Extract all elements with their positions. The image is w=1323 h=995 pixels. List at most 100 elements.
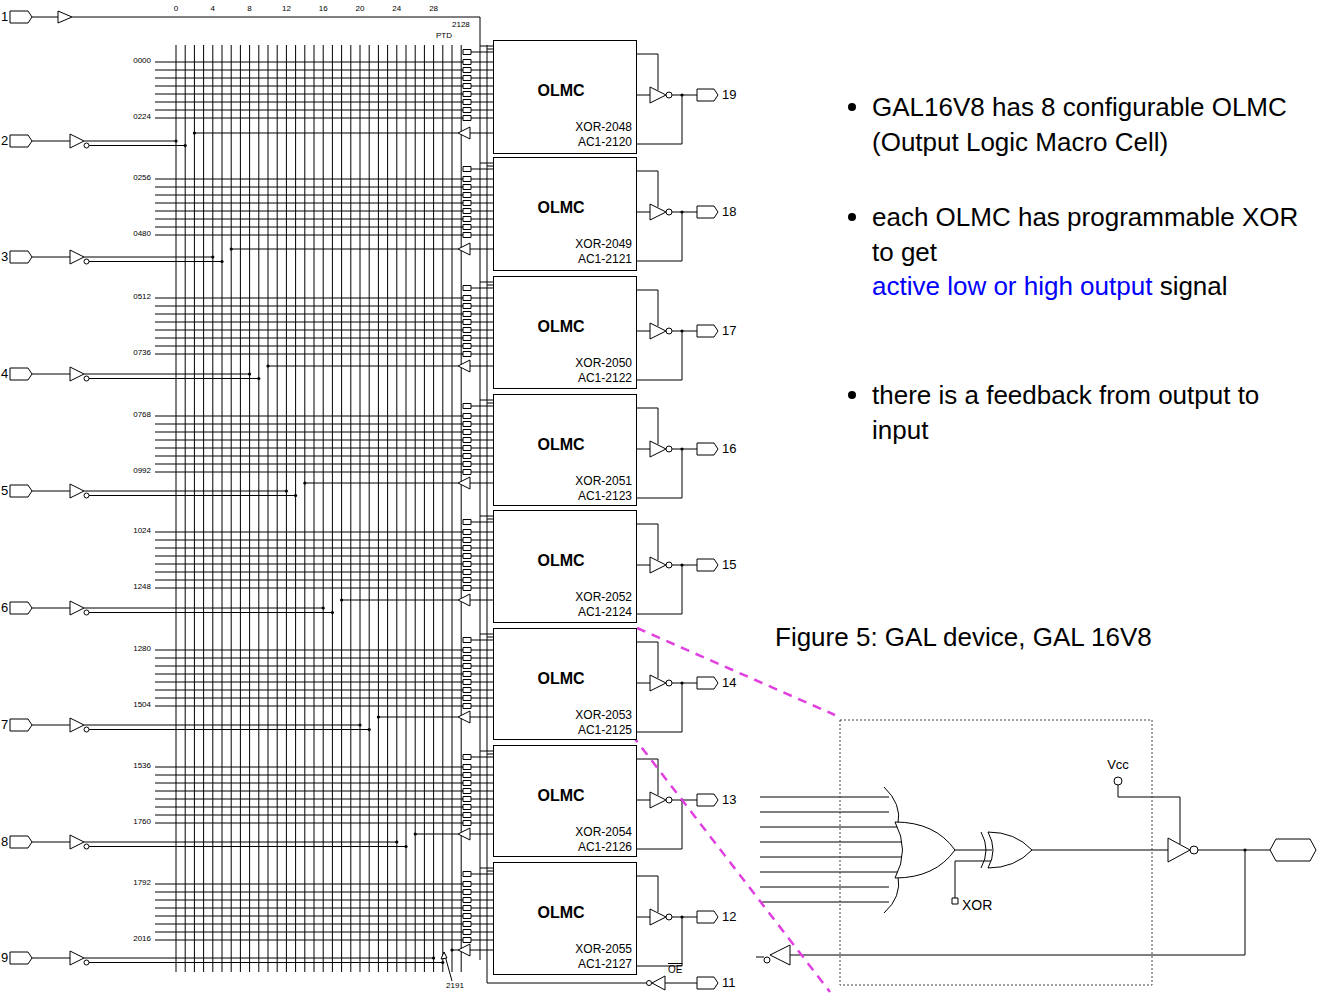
column-number: 4 bbox=[211, 5, 215, 13]
inversion-bubble bbox=[666, 562, 672, 568]
olmc-box: OLMC XOR-2049AC1-2121 bbox=[493, 157, 637, 271]
inversion-bubble bbox=[84, 844, 89, 849]
inversion-bubble bbox=[647, 981, 652, 986]
junction-dot bbox=[331, 611, 334, 614]
inversion-bubble bbox=[84, 960, 89, 965]
fuse-address: XOR-2051 bbox=[575, 475, 632, 487]
cell-title: OLMC bbox=[537, 83, 584, 99]
pin-number: 3 bbox=[1, 250, 8, 263]
olmc-box: OLMCXOR-2051AC1-2123 bbox=[493, 394, 637, 506]
bullet-text: signal bbox=[1160, 271, 1228, 301]
junction-dot bbox=[340, 598, 343, 601]
row-address: 1760 bbox=[133, 818, 151, 826]
pin-number: 9 bbox=[1, 951, 8, 964]
row-address: 1536 bbox=[133, 762, 151, 770]
row-address: 1504 bbox=[133, 701, 151, 709]
column-number: 24 bbox=[392, 5, 401, 13]
cell-title: OLMC bbox=[537, 319, 584, 335]
bullet-item: GAL16V8 has 8 configurable OLMC (Output … bbox=[872, 90, 1302, 159]
pin-number: 14 bbox=[722, 676, 736, 689]
fuse-address: 2128 bbox=[452, 21, 470, 29]
junction-dot bbox=[432, 956, 435, 959]
junction-dot bbox=[358, 723, 361, 726]
inversion-bubble bbox=[84, 259, 89, 264]
pin-number: 16 bbox=[722, 442, 736, 455]
fuse-address: XOR-2050 bbox=[575, 357, 632, 369]
inversion-bubble bbox=[666, 680, 672, 686]
signal-name: XOR bbox=[962, 898, 992, 912]
inversion-bubble bbox=[84, 376, 89, 381]
fuse-address: XOR-2055 bbox=[575, 943, 632, 955]
fuse-address: 2191 bbox=[446, 982, 464, 990]
junction-dot bbox=[414, 832, 417, 835]
fuse-address: XOR-2052 bbox=[575, 591, 632, 603]
junction-dot bbox=[404, 845, 407, 848]
cell-title: OLMC bbox=[537, 200, 584, 216]
row-address: 0256 bbox=[133, 174, 151, 182]
junction-dot bbox=[174, 139, 177, 142]
junction-dot bbox=[184, 144, 187, 147]
signal-name: Vcc bbox=[1107, 758, 1129, 771]
junction-dot bbox=[285, 489, 288, 492]
row-address: 0000 bbox=[133, 57, 151, 65]
inversion-bubble bbox=[84, 610, 89, 615]
fuse-address: AC1-2121 bbox=[578, 253, 632, 265]
inversion-bubble bbox=[666, 797, 672, 803]
junction-dot bbox=[294, 494, 297, 497]
bullet-dot bbox=[848, 391, 856, 399]
junction-dot bbox=[248, 372, 251, 375]
row-address: 0736 bbox=[133, 349, 151, 357]
olmc-box: OLMCXOR-2050AC1-2122 bbox=[493, 276, 637, 389]
inversion-bubble bbox=[666, 446, 672, 452]
bullet-dot bbox=[848, 103, 856, 111]
row-address: 0224 bbox=[133, 113, 151, 121]
fuse-address: XOR-2049 bbox=[575, 238, 632, 250]
bullet-text: GAL16V8 has 8 configurable OLMC (Output … bbox=[872, 92, 1287, 157]
junction-dot bbox=[257, 377, 260, 380]
olmc-box: OLMC XOR-2052AC1-2124 bbox=[493, 510, 637, 623]
row-address: 1280 bbox=[133, 645, 151, 653]
junction-dot bbox=[680, 447, 683, 450]
junction-dot bbox=[680, 915, 683, 918]
row-address: 0480 bbox=[133, 230, 151, 238]
inversion-bubble bbox=[666, 328, 672, 334]
column-number: 8 bbox=[247, 5, 251, 13]
row-address: 2016 bbox=[133, 935, 151, 943]
junction-dot bbox=[266, 364, 269, 367]
fuse-address: AC1-2126 bbox=[578, 841, 632, 853]
inversion-bubble bbox=[84, 727, 89, 732]
inversion-bubble bbox=[84, 143, 89, 148]
signal-name: PTD bbox=[436, 32, 452, 40]
olmc-box: OLMCXOR-2054AC1-2126 bbox=[493, 745, 637, 857]
fuse-address: AC1-2127 bbox=[578, 958, 632, 970]
row-address: 1024 bbox=[133, 527, 151, 535]
junction-dot bbox=[680, 563, 683, 566]
cell-title: OLMC bbox=[537, 553, 584, 569]
inversion-bubble bbox=[666, 92, 672, 98]
column-number: 28 bbox=[429, 5, 438, 13]
junction-dot bbox=[211, 255, 214, 258]
junction-dot bbox=[450, 948, 453, 951]
pin-number: 7 bbox=[1, 718, 8, 731]
gate-symbols bbox=[10, 11, 1316, 990]
pin-number: 17 bbox=[722, 324, 736, 337]
cell-title: OLMC bbox=[537, 671, 584, 687]
pin-number: 6 bbox=[1, 601, 8, 614]
inversion-bubble bbox=[666, 209, 672, 215]
column-number: 0 bbox=[174, 5, 178, 13]
pin-number: 1 bbox=[1, 10, 8, 23]
row-address: 0768 bbox=[133, 411, 151, 419]
bullet-item: each OLMC has programmable XOR to getact… bbox=[872, 200, 1302, 304]
junction-dot bbox=[322, 606, 325, 609]
pin-number: 12 bbox=[722, 910, 736, 923]
junction-dot bbox=[368, 728, 371, 731]
junction-dot bbox=[395, 840, 398, 843]
inversion-bubble bbox=[84, 493, 89, 498]
pin-number: 4 bbox=[1, 367, 8, 380]
olmc-box: OLMCXOR-2053AC1-2125 bbox=[493, 628, 637, 740]
cell-title: OLMC bbox=[537, 788, 584, 804]
junction-dot bbox=[230, 247, 233, 250]
fuse-address: XOR-2053 bbox=[575, 709, 632, 721]
fuse-address: AC1-2124 bbox=[578, 606, 632, 618]
fuse-address: XOR-2048 bbox=[575, 121, 632, 133]
